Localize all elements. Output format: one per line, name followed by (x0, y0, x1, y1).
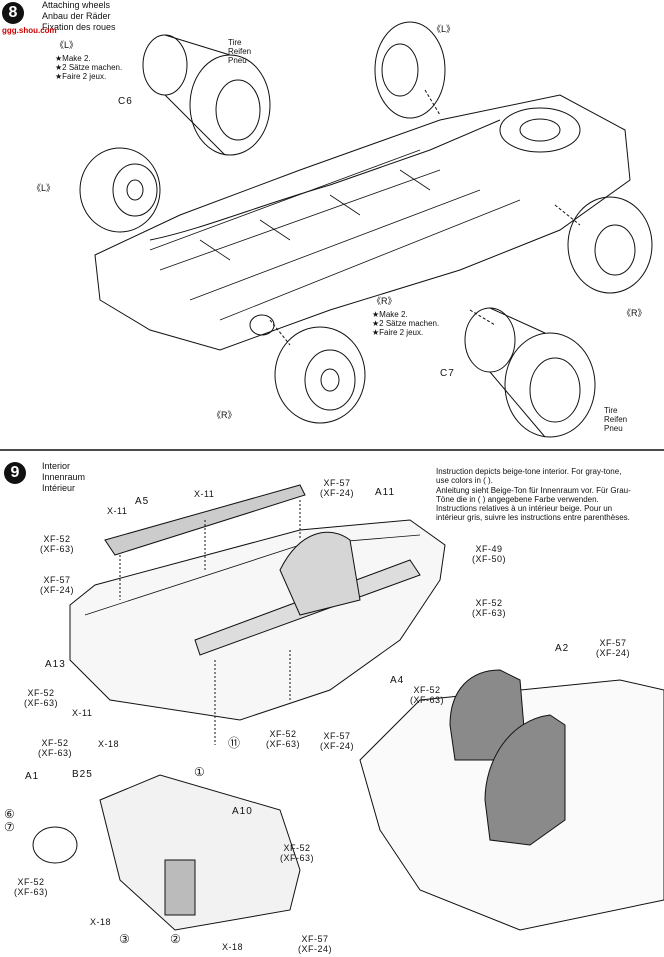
label-xf52-bottom: XF-52 (XF-63) (266, 729, 301, 749)
front-seats (449, 669, 566, 846)
wheel-rear-left (374, 21, 446, 119)
label-a1: A1 (25, 771, 40, 782)
title-de: Anbau der Räder (42, 11, 111, 21)
tire-c7 (464, 307, 596, 438)
section9-title: Interior Innenraum Intérieur (42, 461, 86, 493)
chassis-outline (94, 94, 631, 351)
wheel-rear-right (554, 196, 653, 294)
label-xf57-a2: XF-57 (XF-24) (596, 638, 631, 658)
label-xf57-bottom: XF-57 (XF-24) (298, 934, 333, 954)
label-a4: A4 (390, 675, 405, 686)
right-notes: ★Make 2. ★2 Sätze machen. ★Faire 2 jeux. (372, 310, 440, 337)
right-label-front: 《R》 (212, 410, 237, 420)
left-label-rear: 《L》 (432, 24, 456, 34)
step-9-badge: 9 (4, 462, 26, 484)
wheel-front-right (249, 314, 366, 424)
steering-wheel (32, 826, 78, 864)
label-xf57-top: XF-57 (XF-24) (320, 478, 355, 498)
title-en: Attaching wheels (42, 0, 111, 10)
left-label: 《L》 (55, 40, 79, 50)
label-b25: B25 (72, 769, 93, 780)
watermark: ggg.shou.com (2, 26, 57, 35)
label-xf52-left: XF-52 (XF-63) (40, 534, 75, 554)
label-xf49: XF-49 (XF-50) (472, 544, 507, 564)
label-xf52-a1: XF-52 (XF-63) (14, 877, 49, 897)
label-a10: A10 (232, 806, 253, 817)
label-x18-a: X-18 (98, 739, 120, 749)
label-a5: A5 (135, 496, 150, 507)
ref-3: ③ (119, 932, 130, 946)
label-xf52-mid: XF-52 (XF-63) (24, 688, 59, 708)
tire-label-bottom: Tire Reifen Pneu (604, 406, 628, 433)
label-x18-b: X-18 (90, 917, 112, 927)
wheel-front-left (79, 147, 161, 233)
right-label: 《R》 (372, 296, 397, 306)
label-xf52-dash: XF-52 (XF-63) (38, 738, 73, 758)
label-a11: A11 (375, 487, 396, 498)
tire-top (142, 34, 271, 156)
label-x11-a: X-11 (107, 506, 128, 516)
ref-6: ⑥ (4, 807, 15, 821)
ref-2: ② (170, 932, 181, 946)
left-notes: ★Make 2. ★2 Sätze machen. ★Faire 2 jeux. (55, 54, 123, 81)
label-xf52-a4: XF-52 (XF-63) (410, 685, 445, 705)
label-x18-c: X-18 (222, 942, 244, 952)
ref-11: ⑪ (228, 736, 241, 750)
label-x11-b: X-11 (194, 489, 215, 499)
label-a13: A13 (45, 659, 66, 670)
label-x11-c: X-11 (72, 708, 93, 718)
label-xf52-right: XF-52 (XF-63) (472, 598, 507, 618)
exhaust-pipe (149, 119, 501, 241)
label-a2: A2 (555, 643, 570, 654)
tire-label-top: Tire Reifen Pneu (228, 38, 252, 65)
left-label-front: 《L》 (32, 183, 56, 193)
ref-7: ⑦ (4, 820, 15, 834)
ref-1: ① (194, 765, 205, 779)
label-xf57-left: XF-57 (XF-24) (40, 575, 75, 595)
label-xf57-mid: XF-57 (XF-24) (320, 731, 355, 751)
label-xf52-a10: XF-52 (XF-63) (280, 843, 315, 863)
section8-title: Attaching wheels Anbau der Räder Fixatio… (42, 0, 116, 33)
title-fr: Fixation des roues (42, 22, 116, 32)
right-label-rear: 《R》 (622, 308, 647, 318)
part-c7: C7 (440, 368, 455, 379)
dashboard-a10 (99, 774, 301, 931)
part-c6: C6 (118, 96, 133, 107)
step-8-badge: 8 (2, 2, 24, 24)
instructions-text: Instruction depicts beige-tone interior.… (436, 467, 631, 523)
